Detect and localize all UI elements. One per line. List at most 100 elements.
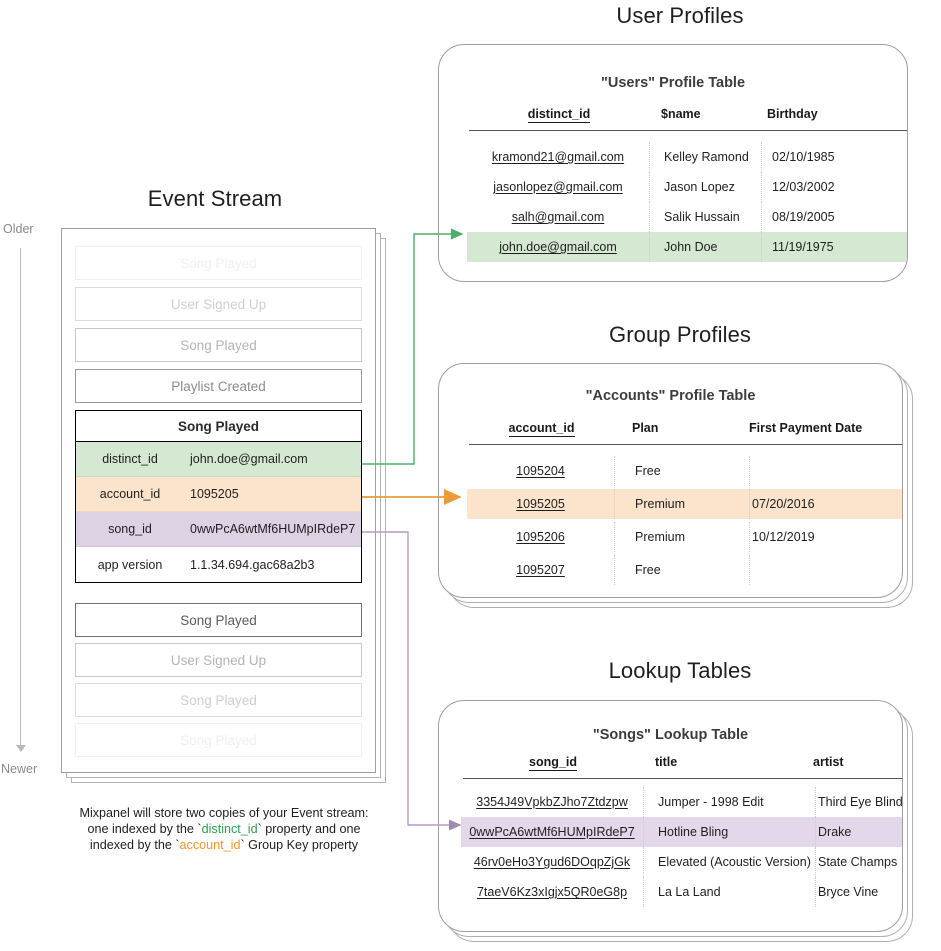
users-cell-name: Kelley Ramond	[649, 142, 761, 172]
expanded-event-title: Song Played	[76, 411, 361, 442]
users-cell-name: Jason Lopez	[649, 172, 761, 202]
accounts-cell-plan: Premium	[614, 489, 749, 519]
table-row[interactable]: 1095206 Premium 10/12/2019	[467, 522, 902, 552]
songs-col-artist: artist	[813, 755, 844, 769]
users-cell-distinct-id: jasonlopez@gmail.com	[493, 180, 623, 194]
accounts-cell-first-payment	[749, 456, 902, 486]
event-row[interactable]: Song Played	[75, 723, 362, 757]
songs-cell-song-id: 46rv0eHo3Ygud6DOqpZjGk	[473, 855, 631, 869]
users-cell-distinct-id: john.doe@gmail.com	[499, 240, 617, 254]
users-cell-name: Salik Hussain	[649, 202, 761, 232]
songs-cell-title: Jumper - 1998 Edit	[643, 787, 815, 817]
event-property-account-id[interactable]: account_id 1095205	[76, 477, 361, 512]
songs-cell-title: Hotline Bling	[643, 817, 815, 847]
songs-lookup-card: "Songs" Lookup Table song_id title artis…	[438, 700, 903, 932]
table-row[interactable]: 1095207 Free	[467, 555, 902, 585]
users-table-header: distinct_id $name Birthday	[469, 107, 907, 130]
users-cell-birthday: 08/19/2005	[761, 202, 901, 232]
timeline-older-label: Older	[3, 222, 34, 236]
accounts-cell-first-payment: 07/20/2016	[749, 489, 902, 519]
title-user-profiles: User Profiles	[616, 3, 744, 28]
property-key: distinct_id	[102, 452, 158, 466]
table-row[interactable]: 7taeV6Kz3xIgjx5QR0eG8p La La Land Bryce …	[461, 877, 902, 907]
accounts-table-header: account_id Plan First Payment Date	[469, 421, 902, 444]
event-label: Song Played	[180, 255, 257, 271]
accounts-cell-first-payment: 10/12/2019	[749, 522, 902, 552]
songs-table: song_id title artist	[463, 755, 902, 780]
table-row[interactable]: 3354J49VpkbZJho7Ztdzpw Jumper - 1998 Edi…	[461, 787, 902, 817]
event-property-app-version[interactable]: app version 1.1.34.694.gac68a2b3	[76, 547, 361, 582]
accounts-cell-plan: Premium	[614, 522, 749, 552]
property-key: song_id	[108, 522, 152, 536]
table-row-highlighted[interactable]: 0wwPcA6wtMf6HUMpIRdeP7 Hotline Bling Dra…	[461, 817, 902, 847]
property-key: app version	[97, 557, 163, 572]
users-col-name: $name	[661, 107, 701, 121]
table-row[interactable]: jasonlopez@gmail.com Jason Lopez 12/03/2…	[467, 172, 907, 202]
timeline-arrow-icon	[16, 745, 26, 752]
table-row-highlighted[interactable]: john.doe@gmail.com John Doe 11/19/1975	[467, 232, 907, 262]
songs-table-header: song_id title artist	[463, 755, 902, 778]
table-row-highlighted[interactable]: 1095205 Premium 07/20/2016	[467, 489, 902, 519]
caption-text: indexed by the `	[89, 838, 180, 852]
users-table-body: kramond21@gmail.com Kelley Ramond 02/10/…	[467, 136, 907, 262]
table-row[interactable]: 1095204 Free	[467, 456, 902, 486]
accounts-cell-account-id: 1095206	[516, 530, 565, 544]
users-col-birthday: Birthday	[767, 107, 818, 121]
accounts-cell-account-id: 1095204	[516, 464, 565, 478]
title-event-stream: Event Stream	[147, 186, 283, 211]
songs-cell-artist: Third Eye Blind	[815, 787, 902, 817]
event-row[interactable]: Song Played	[75, 683, 362, 717]
caption-line-3: indexed by the `account_id` Group Key pr…	[38, 837, 410, 853]
timeline-axis-line	[20, 248, 21, 748]
event-property-distinct-id[interactable]: distinct_id john.doe@gmail.com	[76, 442, 361, 477]
caption-line-2: one indexed by the `distinct_id` propert…	[38, 821, 410, 837]
timeline-newer-label: Newer	[1, 762, 38, 776]
caption-distinct-id-key: distinct_id	[201, 822, 258, 836]
event-label: User Signed Up	[170, 652, 267, 668]
event-label: Song Played	[180, 612, 257, 628]
caption-account-id-key: account_id	[179, 838, 241, 852]
event-row[interactable]: Song Played	[75, 603, 362, 637]
title-group-profiles: Group Profiles	[608, 322, 751, 347]
event-label: Song Played	[180, 692, 257, 708]
caption-line-1: Mixpanel will store two copies of your E…	[79, 806, 369, 820]
event-property-song-id[interactable]: song_id 0wwPcA6wtMf6HUMpIRdeP7	[76, 512, 361, 547]
users-table-title: "Users" Profile Table	[600, 75, 746, 91]
songs-table-rule	[463, 778, 902, 780]
event-row[interactable]: Song Played	[75, 328, 362, 362]
users-cell-distinct-id: salh@gmail.com	[511, 210, 605, 224]
event-label: Playlist Created	[171, 378, 266, 394]
songs-col-title: title	[655, 755, 678, 769]
accounts-col-first-payment-date: First Payment Date	[749, 421, 863, 435]
event-stream-panel: Song Played User Signed Up Song Played P…	[61, 228, 376, 773]
songs-table-body: 3354J49VpkbZJho7Ztdzpw Jumper - 1998 Edi…	[461, 783, 902, 907]
users-cell-distinct-id: kramond21@gmail.com	[491, 150, 625, 164]
table-row[interactable]: kramond21@gmail.com Kelley Ramond 02/10/…	[467, 142, 907, 172]
users-table: distinct_id $name Birthday	[469, 107, 907, 132]
caption-text: one indexed by the `	[87, 822, 202, 836]
event-label: User Signed Up	[170, 296, 267, 312]
event-label: Song Played	[180, 337, 257, 353]
accounts-cell-first-payment	[749, 555, 902, 585]
songs-table-title: "Songs" Lookup Table	[592, 727, 749, 743]
songs-cell-song-id: 3354J49VpkbZJho7Ztdzpw	[476, 795, 628, 809]
event-row[interactable]: User Signed Up	[75, 643, 362, 677]
accounts-cell-plan: Free	[614, 456, 749, 486]
songs-cell-song-id: 7taeV6Kz3xIgjx5QR0eG8p	[476, 885, 628, 899]
property-value: 0wwPcA6wtMf6HUMpIRdeP7	[190, 522, 356, 536]
event-label: Song Played	[180, 732, 257, 748]
event-row[interactable]: Playlist Created	[75, 369, 362, 403]
accounts-cell-plan: Free	[614, 555, 749, 585]
expanded-event-card[interactable]: Song Played distinct_id john.doe@gmail.c…	[75, 410, 362, 583]
users-table-rule	[469, 130, 907, 132]
users-cell-name: John Doe	[649, 232, 761, 262]
event-row[interactable]: User Signed Up	[75, 287, 362, 321]
accounts-col-account-id: account_id	[508, 421, 575, 437]
accounts-cell-account-id: 1095205	[516, 497, 565, 511]
table-row[interactable]: 46rv0eHo3Ygud6DOqpZjGk Elevated (Acousti…	[461, 847, 902, 877]
songs-cell-title: La La Land	[643, 877, 815, 907]
table-row[interactable]: salh@gmail.com Salik Hussain 08/19/2005	[467, 202, 907, 232]
event-row[interactable]: Song Played	[75, 246, 362, 280]
accounts-table-body: 1095204 Free 1095205 Premium 07/20/2016 …	[467, 450, 902, 585]
